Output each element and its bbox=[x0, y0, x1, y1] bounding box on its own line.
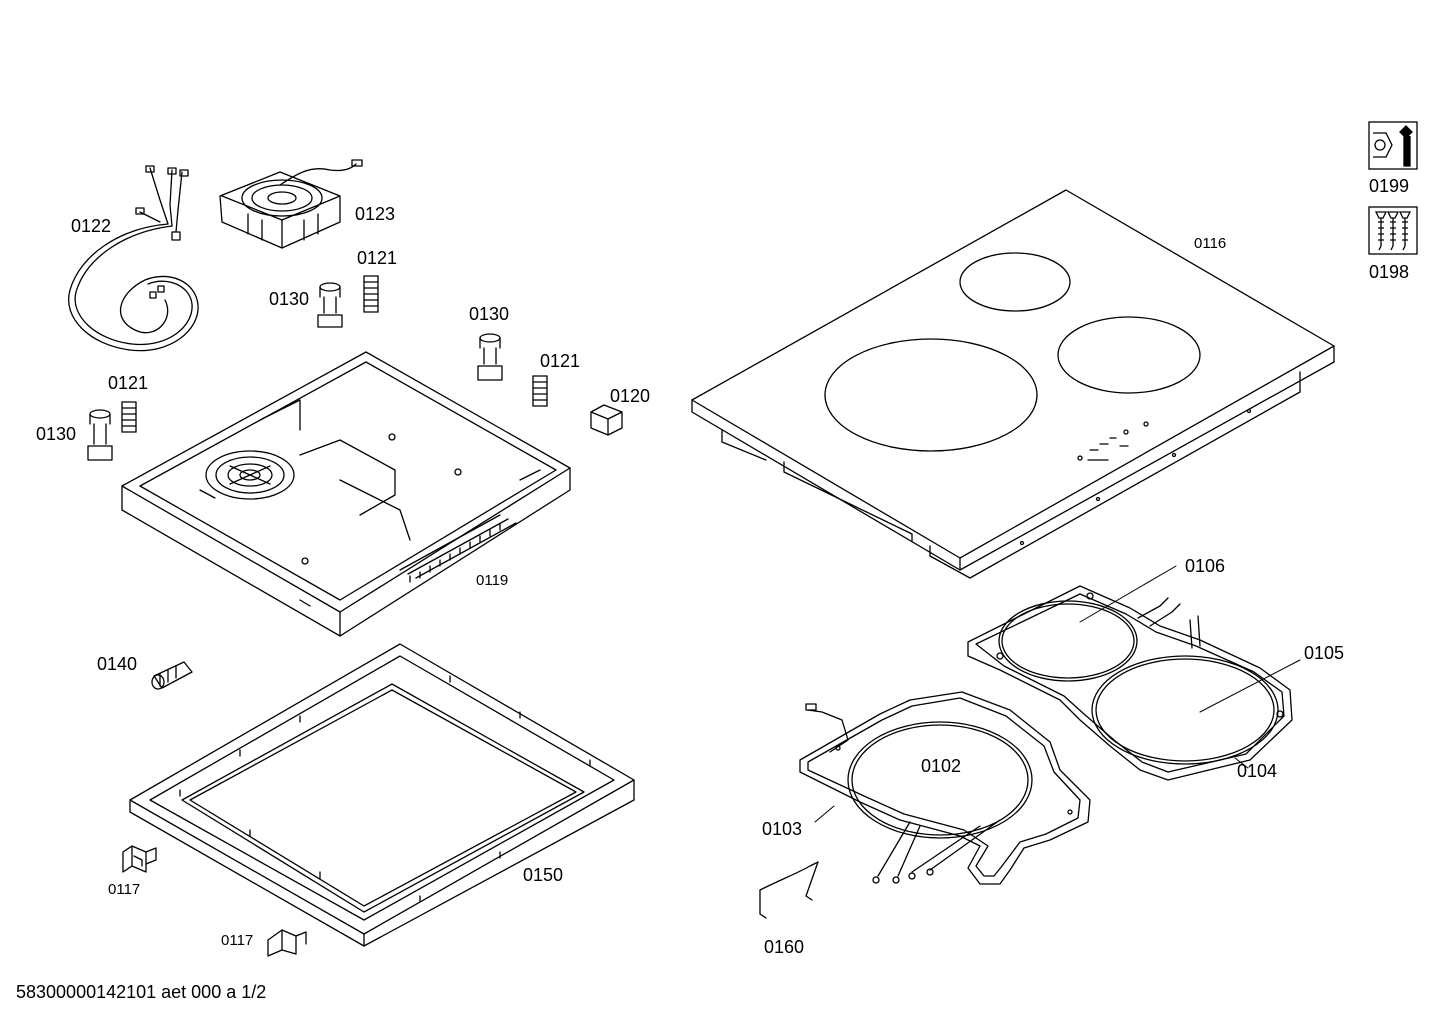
fan-part bbox=[219, 159, 363, 249]
clip-part-b bbox=[267, 929, 307, 957]
leader-lines bbox=[814, 565, 1301, 823]
cable-gland-part bbox=[151, 661, 193, 690]
foot-part-b bbox=[477, 333, 503, 381]
document-reference: 58300000142101 aet 000 a 1/2 bbox=[16, 982, 267, 1002]
label-0160: 0160 bbox=[764, 937, 805, 957]
label-0116: 0116 bbox=[1194, 235, 1227, 252]
glass-cooktop-part bbox=[691, 189, 1335, 579]
label-0120: 0120 bbox=[610, 386, 651, 406]
label-0121-c: 0121 bbox=[108, 373, 149, 393]
label-0117-b: 0117 bbox=[221, 932, 254, 949]
label-0130-b: 0130 bbox=[469, 304, 510, 324]
label-0106: 0106 bbox=[1185, 556, 1226, 576]
frame-part bbox=[129, 643, 635, 947]
label-0130-c: 0130 bbox=[36, 424, 77, 444]
spring-part-c bbox=[121, 401, 137, 433]
label-0199: 0199 bbox=[1369, 176, 1410, 196]
label-0103: 0103 bbox=[762, 819, 803, 839]
label-0130-a: 0130 bbox=[269, 289, 310, 309]
label-0105: 0105 bbox=[1304, 643, 1345, 663]
label-0119: 0119 bbox=[476, 572, 509, 589]
wrench-nut-icon bbox=[1368, 121, 1418, 170]
label-0122: 0122 bbox=[71, 216, 112, 236]
label-0140: 0140 bbox=[97, 654, 138, 674]
connector-block-part bbox=[590, 404, 623, 436]
power-cable-part bbox=[68, 165, 199, 352]
label-0104: 0104 bbox=[1237, 761, 1278, 781]
label-0150: 0150 bbox=[523, 865, 564, 885]
screws-icon bbox=[1368, 206, 1418, 255]
base-tray-part bbox=[121, 351, 571, 637]
foot-part-a bbox=[317, 282, 343, 328]
label-0198: 0198 bbox=[1369, 262, 1410, 282]
spring-part-a bbox=[363, 275, 379, 313]
clip-part-a bbox=[122, 845, 157, 873]
label-0121-a: 0121 bbox=[357, 248, 398, 268]
coil-carrier-part bbox=[967, 585, 1293, 781]
foot-part-c bbox=[87, 409, 113, 461]
label-0117-a: 0117 bbox=[108, 881, 141, 898]
label-0121-b: 0121 bbox=[540, 351, 581, 371]
earth-wire-part bbox=[759, 861, 819, 919]
label-0123: 0123 bbox=[355, 204, 396, 224]
label-0102: 0102 bbox=[921, 756, 962, 776]
spring-part-b bbox=[532, 375, 548, 407]
single-coil-part bbox=[799, 691, 1091, 885]
